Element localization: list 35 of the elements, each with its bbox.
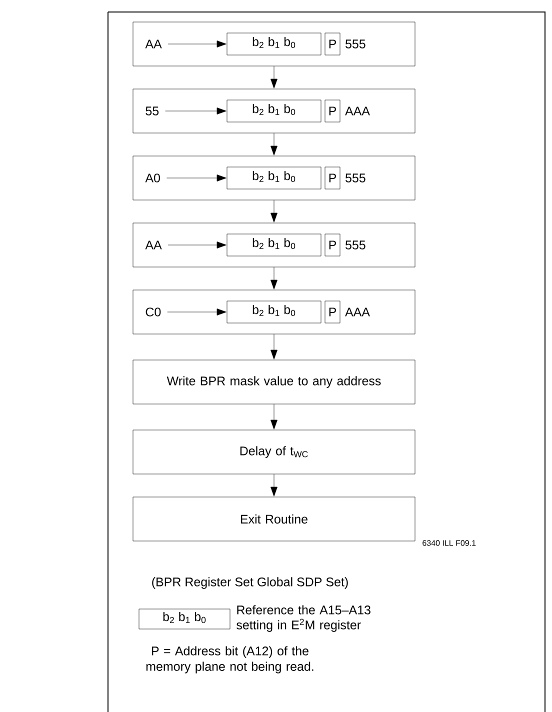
p-box: P bbox=[324, 32, 340, 56]
data-value: AA bbox=[145, 240, 162, 250]
process-box: Delay of t$_{WC}$ bbox=[132, 430, 416, 474]
arrow bbox=[270, 133, 278, 156]
bit-box: b$_{2}$ b$_{1}$ b$_{0}$ bbox=[226, 300, 322, 324]
arrow bbox=[168, 40, 226, 48]
data-value: AA bbox=[145, 40, 162, 48]
arrow bbox=[165, 108, 226, 114]
arrow bbox=[270, 474, 278, 496]
data-value: 55 bbox=[146, 106, 159, 116]
data-value: A0 bbox=[145, 174, 160, 182]
data-value: C0 bbox=[146, 308, 161, 316]
process-box: Exit Routine bbox=[132, 496, 416, 542]
arrow bbox=[270, 334, 278, 360]
bit-box: b$_{2}$ b$_{1}$ b$_{0}$ bbox=[226, 100, 322, 122]
legend-text: Reference the A15–A13 setting in E$^{2}$M register bbox=[236, 605, 370, 632]
arrow bbox=[166, 174, 226, 182]
arrow bbox=[270, 66, 278, 88]
process-box: Write BPR mask value to any address bbox=[132, 360, 416, 404]
bit-box: b$_{2}$ b$_{1}$ b$_{0}$ bbox=[226, 166, 322, 190]
note-text: P = Address bit (A12) of the memory plane not being read. bbox=[146, 646, 314, 674]
arrow bbox=[168, 242, 226, 248]
arrow bbox=[167, 308, 226, 316]
caption-text: (BPR Register Set Global SDP Set) bbox=[152, 577, 348, 589]
bit-box: b$_{2}$ b$_{1}$ b$_{0}$ bbox=[138, 608, 230, 630]
p-box: P bbox=[324, 234, 340, 256]
figure-code: 6340 ILL F09.1 bbox=[422, 540, 476, 546]
p-box: P bbox=[324, 166, 340, 190]
arrow bbox=[270, 200, 278, 222]
arrow bbox=[270, 267, 278, 290]
arrow bbox=[270, 404, 278, 430]
p-box: P bbox=[324, 300, 340, 324]
p-box: P bbox=[324, 100, 340, 122]
bit-box: b$_{2}$ b$_{1}$ b$_{0}$ bbox=[226, 234, 322, 256]
bit-box: b$_{2}$ b$_{1}$ b$_{0}$ bbox=[226, 32, 322, 56]
